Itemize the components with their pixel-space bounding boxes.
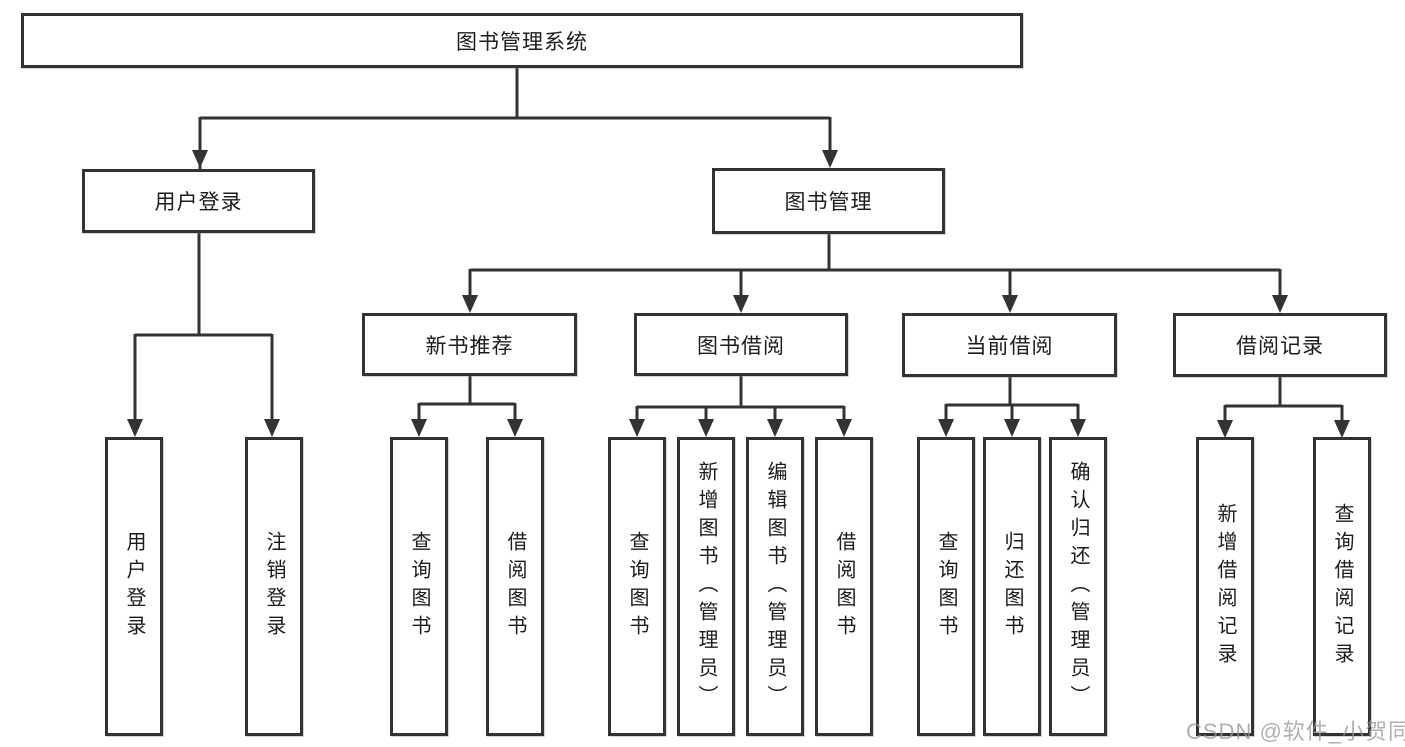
node-book-mgmt: 图书管理 xyxy=(712,168,945,234)
leaf-label: 新增图书（管理员） xyxy=(695,460,717,713)
leaf-label: 查询图书 xyxy=(935,530,957,643)
node-new-book-rec: 新书推荐 xyxy=(362,313,577,376)
node-leaf-user-login: 用户登录 xyxy=(105,437,163,736)
node-leaf-edit-book-admin: 编辑图书（管理员） xyxy=(746,437,804,736)
node-leaf-query-books-3: 查询图书 xyxy=(917,437,975,736)
node-leaf-return-book: 归还图书 xyxy=(983,437,1041,736)
node-book-borrow: 图书借阅 xyxy=(634,313,848,376)
node-leaf-confirm-return-admin: 确认归还（管理员） xyxy=(1049,437,1107,736)
node-leaf-borrow-books-1: 借阅图书 xyxy=(486,437,544,736)
leaf-label: 新增借阅记录 xyxy=(1214,502,1236,671)
node-current-borrow: 当前借阅 xyxy=(902,313,1117,377)
leaf-label: 编辑图书（管理员） xyxy=(764,460,786,713)
node-borrow-records: 借阅记录 xyxy=(1173,313,1387,377)
node-leaf-query-books-1: 查询图书 xyxy=(390,437,448,736)
node-leaf-add-borrow-record: 新增借阅记录 xyxy=(1196,437,1254,736)
leaf-label: 借阅图书 xyxy=(833,530,855,643)
leaf-label: 用户登录 xyxy=(123,530,145,643)
node-leaf-query-books-2: 查询图书 xyxy=(608,437,666,736)
node-root: 图书管理系统 xyxy=(21,13,1023,68)
leaf-label: 借阅图书 xyxy=(504,530,526,643)
leaf-label: 查询借阅记录 xyxy=(1331,502,1353,671)
node-user-login: 用户登录 xyxy=(82,169,315,233)
watermark: CSDN @软件_小贺同学 xyxy=(1186,719,1405,744)
node-leaf-query-borrow-record: 查询借阅记录 xyxy=(1313,437,1371,736)
leaf-label: 归还图书 xyxy=(1001,530,1023,643)
node-leaf-logout: 注销登录 xyxy=(245,437,303,736)
leaf-label: 查询图书 xyxy=(626,530,648,643)
leaf-label: 查询图书 xyxy=(408,530,430,643)
leaf-label: 注销登录 xyxy=(263,530,285,643)
node-leaf-borrow-books-2: 借阅图书 xyxy=(815,437,873,736)
leaf-label: 确认归还（管理员） xyxy=(1067,460,1089,713)
node-leaf-add-book-admin: 新增图书（管理员） xyxy=(677,437,735,736)
